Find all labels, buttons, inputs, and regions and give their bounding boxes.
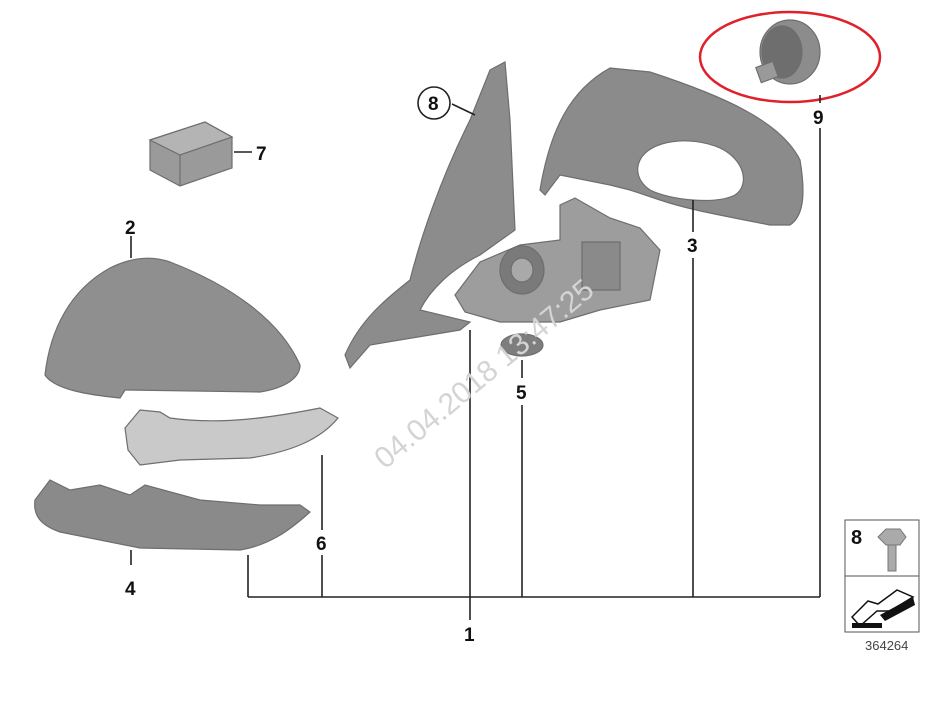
part-4-lower-trim[interactable] [34, 479, 311, 551]
callout-5: 5 [516, 383, 527, 404]
highlight-circle [698, 10, 882, 104]
callout-9: 9 [813, 108, 824, 129]
callout-1: 1 [464, 625, 475, 646]
screw-icon [877, 528, 907, 572]
callout-8-circle [417, 86, 451, 120]
part-9-actuator[interactable] [755, 19, 821, 85]
part-1-mirror-assembly[interactable] [454, 197, 661, 323]
part-6-turn-signal[interactable] [124, 407, 339, 466]
part-8-mirror-base[interactable] [344, 61, 516, 370]
callout-2: 2 [125, 218, 136, 239]
legend-box: 8 [844, 519, 920, 633]
part-5-cover[interactable] [500, 333, 544, 357]
part-7-block[interactable] [148, 121, 234, 187]
callout-7: 7 [256, 144, 267, 165]
leader-lines [130, 95, 821, 620]
housing-opening [637, 140, 744, 202]
callout-3: 3 [687, 236, 698, 257]
callout-8: 8 [428, 94, 439, 115]
legend-part-number: 8 [851, 527, 862, 549]
callout-4: 4 [125, 579, 136, 600]
callout-6: 6 [316, 534, 327, 555]
arrow-direction-icon [850, 589, 915, 628]
reference-number: 364264 [865, 638, 908, 653]
part-2-mirror-cap[interactable] [44, 257, 301, 399]
